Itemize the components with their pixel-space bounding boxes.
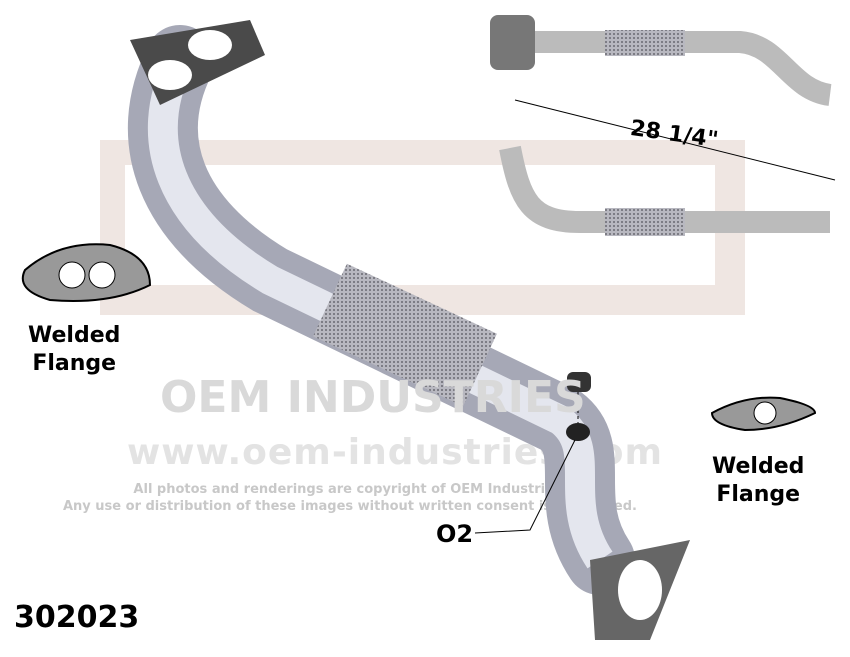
bottom-flange [590,540,690,640]
label-line: Welded [28,323,121,348]
top-view-thumbnail [490,15,833,106]
label-line: Flange [32,351,117,376]
right-flange-label: Welded Flange [712,453,804,509]
o2-label: O2 [436,520,474,548]
label-line: Welded [712,454,805,479]
top-flange [130,20,265,105]
copyright-line-1: All photos and renderings are copyright … [133,482,567,497]
left-flange-label: Welded Flange [28,322,120,378]
left-gasket-icon [21,243,152,302]
oem-logo-watermark: OEM INDUSTRIES [160,372,586,423]
part-number: 302023 [14,600,140,635]
flex-pipe-mesh [313,263,497,407]
copyright-line-2: Any use or distribution of these images … [62,499,637,514]
side-view-thumbnail [499,99,836,236]
o2-sensor-bung [474,372,591,534]
label-line: Flange [716,482,801,507]
right-gasket-icon [710,396,817,432]
